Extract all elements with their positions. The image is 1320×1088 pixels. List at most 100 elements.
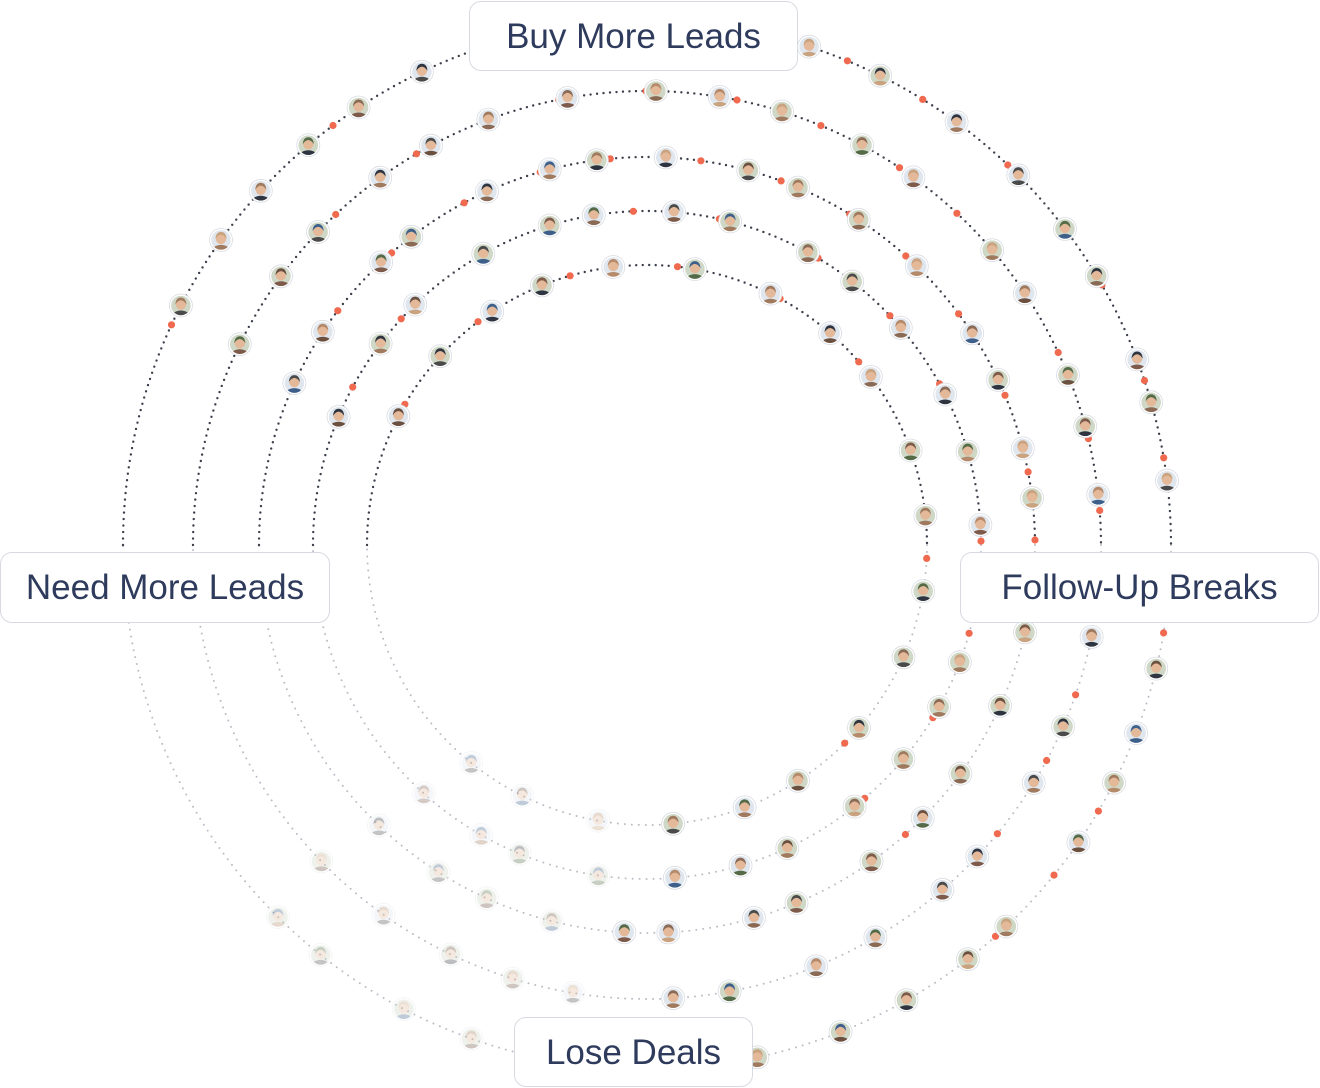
accent-dot — [841, 739, 849, 747]
avatar — [282, 371, 307, 396]
avatar — [369, 250, 394, 275]
avatar — [732, 795, 757, 820]
avatar — [308, 943, 333, 967]
avatar — [930, 877, 955, 902]
accent-dot — [1001, 391, 1009, 399]
avatar — [891, 645, 916, 670]
accent-dot — [993, 830, 1002, 838]
orbit-5-trail — [366, 544, 928, 826]
accent-dot — [843, 57, 852, 65]
avatar — [828, 1020, 853, 1044]
avatar — [371, 902, 396, 927]
avatar — [1066, 830, 1091, 855]
avatar — [786, 768, 810, 793]
avatar — [842, 794, 867, 819]
avatar — [742, 906, 766, 930]
avatar — [601, 255, 626, 279]
avatar — [368, 331, 393, 356]
avatar — [399, 224, 424, 249]
avatar — [1020, 486, 1044, 510]
avatar — [471, 241, 496, 266]
avatar — [775, 836, 800, 860]
avatar — [986, 367, 1010, 392]
avatar — [994, 914, 1019, 939]
accent-dot — [977, 537, 985, 545]
orbit-1-path — [121, 19, 1173, 547]
avatar — [476, 107, 501, 132]
avatar — [459, 1026, 484, 1051]
accent-dot — [901, 830, 910, 839]
avatar — [663, 865, 687, 890]
orbit-4-trail — [312, 544, 982, 880]
avatar — [850, 133, 874, 158]
accent-dot — [991, 932, 1000, 940]
avatar — [947, 650, 972, 675]
avatar — [1013, 620, 1037, 645]
avatar — [1124, 721, 1148, 745]
avatar — [1139, 390, 1164, 415]
avatar — [530, 273, 554, 298]
accent-dot — [1004, 161, 1012, 169]
avatar — [426, 860, 451, 885]
stage-label-follow-up-breaks: Follow-Up Breaks — [960, 552, 1319, 623]
accent-dot — [397, 315, 405, 323]
avatar — [266, 905, 290, 929]
avatar — [1012, 281, 1037, 306]
avatar — [168, 293, 193, 318]
avatar — [904, 254, 929, 279]
avatar — [469, 823, 494, 847]
avatar — [409, 59, 434, 84]
avatar — [840, 269, 865, 294]
avatar — [965, 844, 990, 869]
stage-label-need-more-leads: Need More Leads — [0, 552, 330, 623]
avatar — [1079, 625, 1104, 649]
avatar — [475, 179, 499, 204]
avatar — [910, 806, 935, 830]
avatar — [368, 165, 393, 190]
avatar — [955, 439, 980, 464]
accent-dot — [460, 199, 468, 207]
avatar — [474, 886, 499, 911]
avatar — [683, 257, 707, 282]
accent-dot — [953, 209, 961, 217]
accent-dot — [412, 150, 421, 158]
accent-dot — [855, 358, 863, 366]
avatar — [758, 281, 783, 306]
avatar — [707, 85, 732, 109]
avatar — [786, 175, 810, 200]
avatar — [248, 178, 273, 203]
accent-dot — [902, 252, 910, 260]
accent-dot — [965, 629, 973, 637]
avatar — [891, 747, 916, 771]
avatar — [944, 110, 969, 135]
avatar — [366, 813, 391, 838]
avatar — [1021, 771, 1046, 795]
avatar — [818, 321, 842, 346]
avatar — [227, 332, 252, 357]
accent-dot — [886, 312, 894, 320]
avatar — [537, 213, 562, 238]
accent-dot — [817, 122, 825, 130]
avatar — [581, 203, 606, 228]
accent-dot — [955, 310, 963, 318]
avatar — [796, 240, 820, 265]
avatar — [209, 227, 233, 252]
avatar — [960, 321, 985, 346]
avatar — [846, 207, 871, 232]
orbit-3-path — [257, 155, 1037, 547]
avatar — [894, 988, 919, 1013]
avatar — [988, 693, 1012, 718]
avatar — [898, 438, 923, 463]
avatar — [586, 808, 610, 833]
avatar — [868, 63, 893, 88]
accent-dot — [1072, 691, 1080, 699]
avatar — [612, 920, 637, 945]
avatar — [459, 751, 484, 775]
avatar — [1006, 163, 1031, 188]
avatar — [507, 841, 532, 866]
avatar — [1073, 414, 1098, 439]
avatar — [661, 811, 685, 836]
avatar — [537, 157, 562, 182]
avatar — [911, 579, 936, 604]
